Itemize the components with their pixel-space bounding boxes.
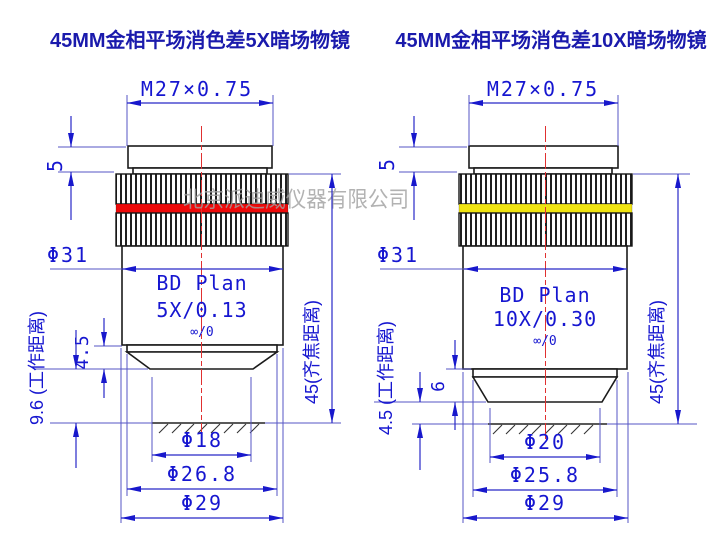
objective-series-label: BD Plan — [156, 271, 247, 295]
objective-series-label: BD Plan — [499, 283, 590, 307]
outer-dia-label: Φ29 — [524, 491, 566, 515]
mid-dia-label: Φ25.8 — [510, 463, 580, 487]
infinity-correction-label: ∞/0 — [190, 325, 213, 340]
dim-mid-dia-left: Φ26.8 — [126, 354, 278, 496]
parfocal-distance-label: 45(齐焦距离) — [302, 300, 322, 404]
dim-thread-left: M27×0.75 — [126, 77, 274, 146]
dim-tip-dia-left: Φ18 — [151, 377, 252, 462]
flange-height-label: 5 — [375, 157, 399, 171]
dim-mid-dia-right: Φ25.8 — [472, 380, 618, 497]
dim-outer-dia-left: Φ29 — [120, 348, 284, 523]
thread-step — [473, 167, 613, 175]
dim-parfocal-left: 45(齐焦距离) — [289, 173, 341, 423]
dim-flange-right: 5 — [375, 116, 467, 220]
specimen-plane-right — [412, 423, 697, 435]
working-distance-label: 9.6 (工作距离) — [27, 311, 47, 425]
shoulder-height-label: 4.5 — [72, 334, 93, 370]
barrel-dia-label: Φ31 — [377, 243, 419, 267]
parfocal-distance-label: 45(齐焦距离) — [647, 300, 667, 404]
magnification-na-label: 5X/0.13 — [156, 298, 247, 322]
dim-nose-right: 6 — [428, 340, 471, 430]
magnification-na-label: 10X/0.30 — [493, 307, 597, 331]
outer-dia-label: Φ29 — [181, 491, 223, 515]
dim-working-distance-left: 9.6 (工作距离) — [27, 311, 148, 468]
thread-step — [132, 167, 268, 175]
ground-hatch — [492, 424, 594, 435]
infinity-correction-label: ∞/0 — [533, 334, 556, 349]
title-right: 45MM金相平场消色差10X暗场物镜 — [395, 28, 706, 52]
dim-barrel-dia-right: Φ31 — [377, 243, 627, 272]
working-distance-label: 4.5 (工作距离) — [376, 321, 396, 435]
dim-outer-dia-right: Φ29 — [462, 372, 629, 523]
specimen-plane-left — [50, 422, 341, 434]
title-left: 45MM金相平场消色差5X暗场物镜 — [50, 28, 350, 52]
thread-cap — [468, 145, 619, 169]
engraving-left: BD Plan 5X/0.13 ∞/0 — [156, 271, 247, 340]
dim-shoulder-left: 4.5 — [72, 318, 122, 398]
dim-flange-left: 5 — [43, 116, 126, 220]
dim-thread-right: M27×0.75 — [468, 77, 619, 146]
mid-dia-label: Φ26.8 — [167, 462, 237, 486]
dim-tip-dia-right: Φ20 — [489, 408, 601, 463]
tip-dia-label: Φ20 — [524, 430, 566, 454]
nose-height-label: 6 — [428, 380, 449, 392]
flange-height-label: 5 — [43, 158, 67, 172]
thread-spec-label: M27×0.75 — [141, 77, 253, 101]
engraving-right: BD Plan 10X/0.30 ∞/0 — [493, 283, 597, 349]
company-watermark: 北京派迪威仪器有限公司 — [183, 187, 409, 212]
dim-barrel-dia-left: Φ31 — [47, 243, 283, 272]
dim-working-distance-right: 4.5 (工作距离) — [374, 321, 486, 470]
barrel-dia-label: Φ31 — [47, 243, 89, 267]
nose-cone — [124, 351, 280, 370]
dim-parfocal-right: 45(齐焦距离) — [633, 173, 690, 424]
tip-dia-label: Φ18 — [181, 428, 223, 452]
thread-spec-label: M27×0.75 — [487, 77, 599, 101]
thread-cap — [127, 145, 273, 169]
barrel-body — [121, 245, 284, 346]
